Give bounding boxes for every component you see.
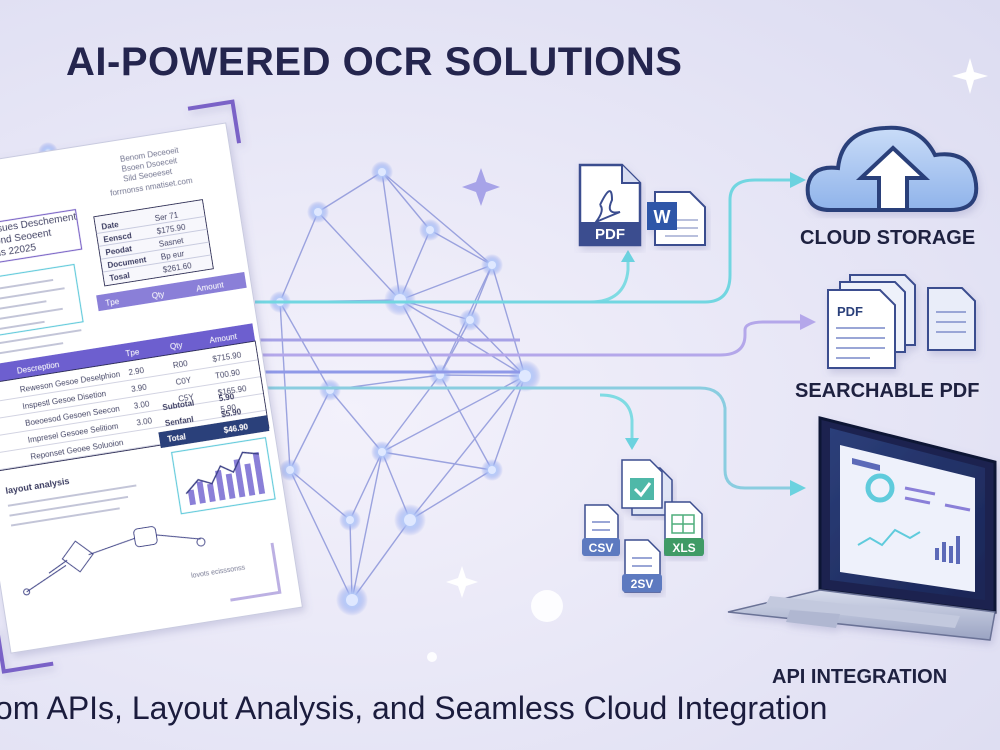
arrow-api-icon	[790, 480, 806, 496]
total-value: $46.90	[223, 422, 249, 435]
cloud-storage-label: CLOUD STORAGE	[800, 227, 976, 249]
summary-label: Date	[101, 220, 120, 232]
neural-network-nodes	[0, 142, 541, 616]
api-integration-label: API INTEGRATION	[772, 666, 948, 688]
table-header-cell: Tpe	[125, 347, 141, 358]
table-header-cell: Amount	[209, 332, 238, 345]
summary-value: Sasnet	[158, 236, 185, 249]
table-cell: 3.00	[136, 416, 153, 427]
data-flow-lines	[255, 178, 800, 490]
laptop-dashboard-icon	[727, 416, 997, 641]
table-cell: 3.90	[131, 383, 148, 394]
arrow-down-files-icon	[625, 438, 639, 450]
pdf-file-icon: PDF	[578, 163, 642, 247]
summary-value: Ser 71	[154, 211, 179, 224]
scanned-invoice-document: Select Gisues Deschement Depses ond Seoe…	[0, 99, 303, 674]
summary-label: Peodat	[105, 244, 133, 257]
table-cell: R00	[172, 359, 188, 370]
arrow-pdf-icon	[800, 314, 816, 330]
address-highlight-box	[0, 263, 84, 341]
csv-file-icon: CSV	[582, 504, 620, 556]
glow-dot	[427, 652, 437, 662]
xls-badge: XLS	[672, 541, 695, 555]
layout-sketch	[23, 526, 206, 596]
mini-bar-chart	[185, 451, 266, 506]
summary-label: Tosal	[109, 271, 130, 283]
table-cell: 2.90	[128, 366, 145, 377]
searchable-pdf-stack-icon: PDF	[827, 274, 976, 369]
table-cell: C0Y	[175, 376, 192, 387]
summary-bar	[96, 271, 247, 312]
sparkle-icon	[446, 566, 478, 598]
footer-caption: tom APIs, Layout Analysis, and Seamless …	[0, 690, 828, 726]
table-cell: T00.90	[215, 368, 242, 381]
table-cell: C5Y	[178, 392, 195, 403]
chart-highlight-box	[170, 436, 276, 515]
summary-bar-col: Qty	[151, 290, 165, 301]
corner-bracket	[230, 542, 282, 602]
neural-network-lines	[279, 171, 526, 601]
summary-bar-col: Tpe	[105, 297, 121, 308]
total-value: 5.90	[218, 392, 235, 403]
summary-table	[93, 199, 214, 287]
cloud-upload-icon	[805, 125, 979, 212]
xls-file-icon: XLS	[664, 501, 704, 556]
word-file-icon: W	[647, 191, 706, 246]
zsv-badge: 2SV	[631, 577, 654, 591]
summary-bar-col: Amount	[196, 280, 225, 293]
arrow-cloud-icon	[790, 172, 806, 188]
zsv-file-icon: 2SV	[622, 539, 662, 593]
sparkle-icons	[427, 58, 988, 662]
heading-highlight-box	[0, 208, 83, 270]
flow-arrowheads	[621, 172, 816, 496]
table-header	[0, 323, 256, 386]
export-files-group: CSV XLS 2SV	[582, 459, 704, 593]
summary-value: Bp eur	[160, 249, 185, 262]
sparkle-icon	[462, 168, 500, 206]
csv-badge: CSV	[589, 541, 614, 555]
total-label: Total	[167, 432, 187, 444]
sparkle-icon	[952, 58, 988, 94]
word-badge: W	[654, 207, 671, 227]
table-cell: 5.90	[220, 403, 237, 414]
table-header-cell: Qty	[169, 341, 183, 352]
summary-label: Eenscd	[103, 231, 133, 244]
corner-bracket	[187, 99, 242, 144]
checked-file-icon	[621, 459, 673, 516]
pdf-stack-badge: PDF	[837, 304, 863, 319]
searchable-pdf-label: SEARCHABLE PDF	[795, 380, 980, 402]
table-cell: 3.00	[133, 399, 150, 410]
donut-chart	[865, 473, 895, 503]
total-value: $5.90	[221, 407, 243, 419]
arrow-up-pdf-icon	[621, 250, 635, 262]
pdf-badge: PDF	[595, 226, 625, 243]
corner-bracket	[0, 626, 54, 674]
total-label: Senfanl	[164, 415, 194, 428]
page-title: AI-POWERED OCR SOLUTIONS	[66, 40, 683, 84]
glow-dot	[531, 590, 563, 622]
